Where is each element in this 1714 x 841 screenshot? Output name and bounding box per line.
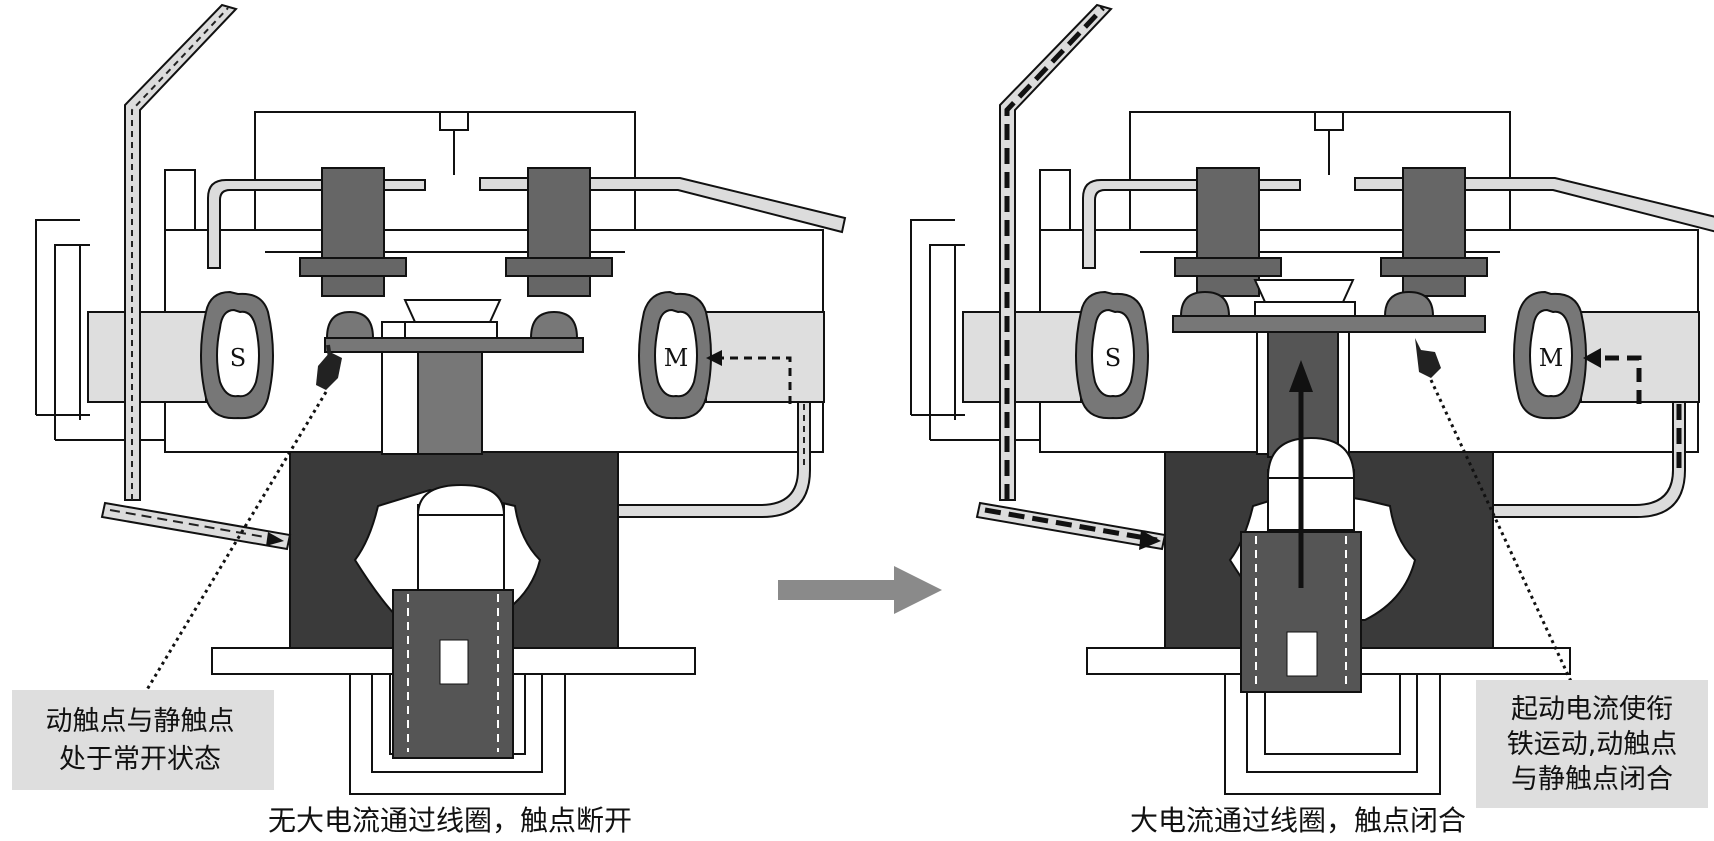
left-note-line1: 动触点与静触点 [46, 706, 235, 737]
coil-s-label-left: S [230, 344, 246, 372]
right-note-box [1476, 680, 1708, 808]
left-caption: 无大电流通过线圈，触点断开 [268, 804, 632, 837]
right-note-line2: 铁运动,动触点 [1507, 729, 1678, 760]
right-relay-diagram: S M [910, 4, 1714, 795]
left-note-box [12, 690, 274, 790]
coil-m-label-left: M [664, 344, 689, 372]
coil-s-label-right: S [1105, 344, 1121, 372]
right-caption: 大电流通过线圈，触点闭合 [1130, 804, 1466, 837]
transition-arrow [778, 566, 942, 614]
coil-m-label-right: M [1539, 344, 1564, 372]
right-note-line1: 起动电流使衔 [1511, 694, 1673, 725]
left-relay-diagram: S M [35, 4, 846, 795]
left-note-line2: 处于常开状态 [59, 744, 221, 775]
right-note-line3: 与静触点闭合 [1511, 764, 1673, 795]
